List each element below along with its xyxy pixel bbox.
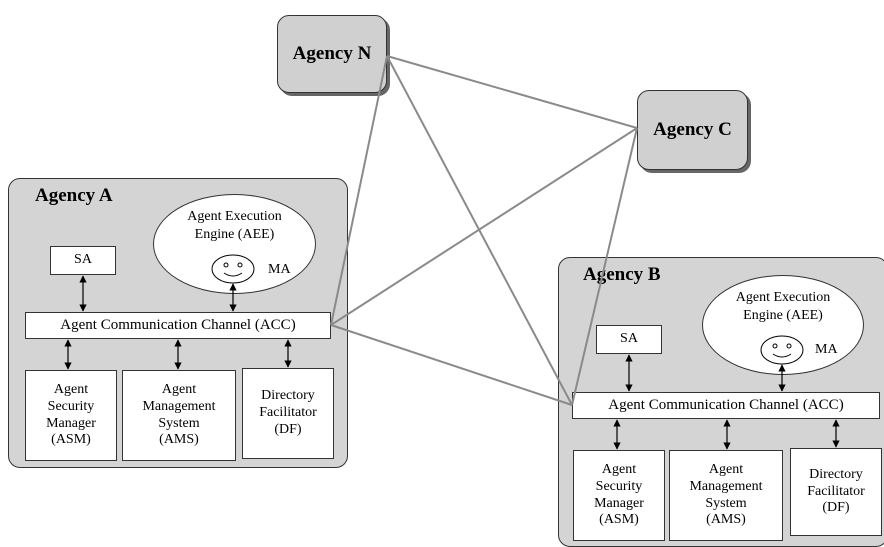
- agency-a-df-line: Directory: [261, 388, 315, 404]
- agency-b-asm-line: (ASM): [599, 512, 639, 528]
- agency-b-ams-box: Agent Management System (AMS): [669, 450, 783, 541]
- agency-a-df-line: Facilitator: [259, 405, 317, 421]
- agency-a-asm-line: Agent: [53, 381, 89, 397]
- agency-b-ams-line: Management: [689, 478, 763, 494]
- agency-a-acc-label: Agent Communication Channel (ACC): [60, 317, 296, 333]
- agency-a-ams-box: Agent Management System (AMS): [122, 370, 236, 461]
- agency-b-asm-line: Agent: [601, 461, 637, 477]
- agency-b-asm-box: Agent Security Manager (ASM): [573, 450, 665, 541]
- link-c-b: [571, 127, 638, 406]
- agency-b-asm-line: Manager: [594, 495, 644, 511]
- agency-a-asm-line: (ASM): [51, 432, 91, 448]
- agency-a-acc-bar: Agent Communication Channel (ACC): [25, 312, 331, 339]
- agency-b-ma-face-icon: [760, 335, 804, 365]
- agency-b-sa-box: SA: [596, 325, 662, 354]
- agency-a-df-box: Directory Facilitator (DF): [242, 368, 334, 459]
- agency-b-ams-line: (AMS): [706, 512, 746, 528]
- link-a-b: [330, 324, 573, 406]
- agency-a-aee-label: Agent Execution Engine (AEE): [153, 208, 316, 243]
- agency-a-sa-box: SA: [50, 246, 116, 275]
- agency-a-aee-line2: Engine (AEE): [194, 226, 275, 242]
- agency-b-df-box: Directory Facilitator (DF): [790, 448, 882, 536]
- agency-b-aee-line1: Agent Execution: [735, 290, 831, 305]
- agency-b-df-line: (DF): [822, 500, 850, 516]
- agency-links: [330, 55, 638, 406]
- link-n-c: [386, 55, 638, 129]
- agency-a-df-line: (DF): [274, 421, 302, 437]
- agency-b-ams-line: Agent: [708, 461, 744, 477]
- agency-a-ma-label: MA: [268, 262, 291, 277]
- agency-b-arrows: [613, 354, 840, 450]
- agency-a-ams-line: Agent: [161, 381, 197, 397]
- agency-a-ams-line: (AMS): [159, 432, 199, 448]
- agency-a-ma-face-icon: [211, 254, 255, 284]
- agency-a-sa-label: SA: [74, 252, 92, 268]
- agency-a-title: Agency A: [35, 185, 113, 206]
- agency-a-asm-line: Manager: [46, 415, 96, 431]
- agency-a-ams-line: Management: [142, 398, 216, 414]
- agency-n-box: Agency N: [277, 15, 387, 93]
- agency-b-aee-line2: Engine (AEE): [743, 307, 823, 323]
- agency-b-ams-line: System: [705, 495, 747, 511]
- agency-a-ams-line: System: [158, 415, 200, 431]
- agency-b-aee-label: Agent Execution Engine (AEE): [702, 289, 864, 324]
- agency-a-arrows: [64, 275, 292, 370]
- agency-b-sa-label: SA: [620, 331, 638, 347]
- agency-a-asm-line: Security: [47, 398, 95, 414]
- agency-a-aee-line1: Agent Execution: [187, 209, 282, 224]
- link-n-a: [330, 55, 388, 326]
- agency-a-asm-box: Agent Security Manager (ASM): [25, 370, 117, 461]
- agency-b-acc-label: Agent Communication Channel (ACC): [608, 397, 844, 413]
- agency-n-title: Agency N: [292, 43, 372, 64]
- agency-b-df-line: Facilitator: [807, 483, 865, 499]
- agency-b-ma-label: MA: [815, 342, 838, 357]
- agency-b-asm-line: Security: [595, 478, 643, 494]
- link-c-a: [330, 127, 638, 326]
- agency-b-acc-bar: Agent Communication Channel (ACC): [572, 392, 880, 419]
- agency-b-df-line: Directory: [809, 466, 863, 482]
- agency-c-title: Agency C: [653, 119, 732, 140]
